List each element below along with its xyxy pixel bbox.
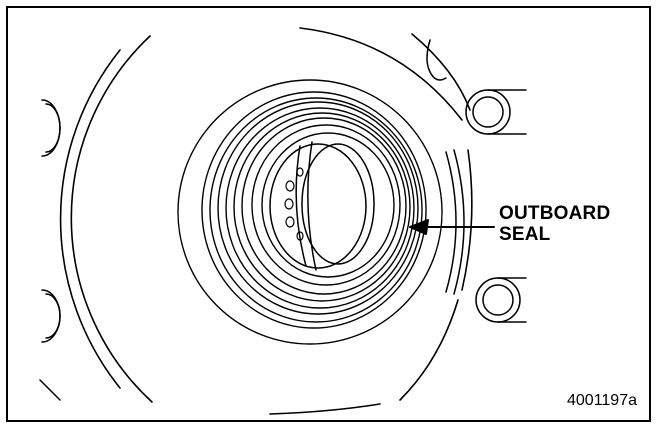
seal-leader-arrow [409, 219, 495, 235]
spindle-bore [269, 141, 375, 271]
seal-rings [177, 79, 443, 345]
left-bolt-bosses [39, 99, 61, 401]
figure-number: 4001197a [567, 392, 637, 409]
bore-holes [284, 167, 304, 241]
hub-outer-arcs [59, 27, 473, 415]
figure-frame [6, 6, 651, 422]
callout-line-1: OUTBOARD [499, 203, 611, 224]
wheel-studs [465, 89, 527, 323]
flange-edge [426, 39, 465, 295]
callout-line-2: SEAL [499, 224, 551, 245]
outboard-seal-callout: OUTBOARD SEAL [499, 203, 610, 245]
